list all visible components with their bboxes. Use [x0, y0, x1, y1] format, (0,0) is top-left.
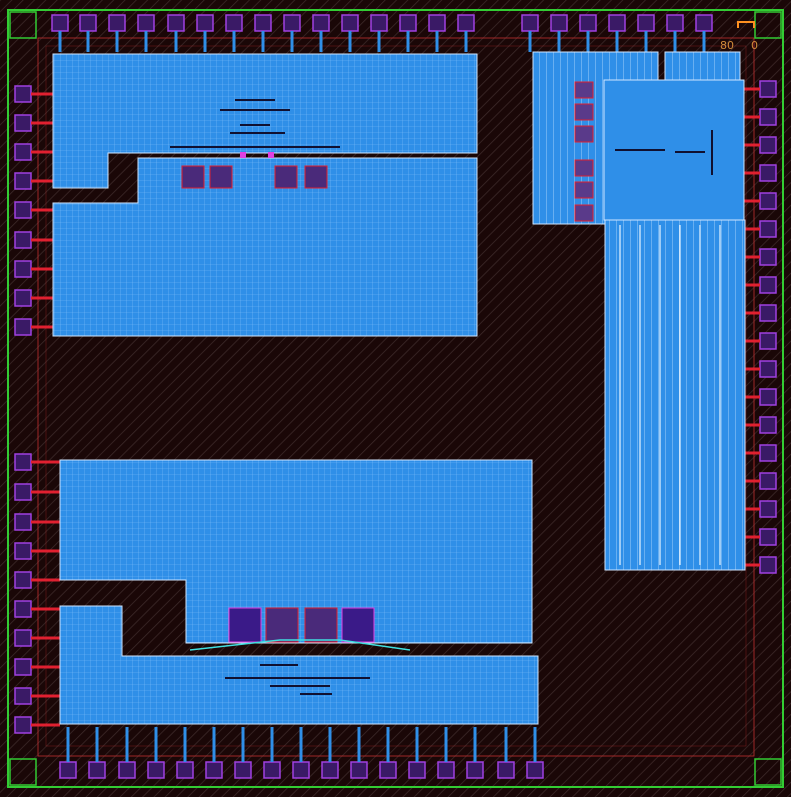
block-bottom-left-devices — [189, 607, 411, 651]
bond-pad-icon[interactable] — [234, 761, 252, 779]
bond-pad-icon[interactable] — [695, 14, 713, 32]
bond-pad-icon[interactable] — [88, 761, 106, 779]
bond-pad-icon[interactable] — [205, 761, 223, 779]
bond-pad-icon[interactable] — [759, 388, 777, 406]
block-top-right-buses — [619, 225, 721, 565]
die-border — [7, 9, 784, 788]
bond-pad-icon[interactable] — [14, 716, 32, 734]
bond-pad-icon[interactable] — [254, 14, 272, 32]
bond-pad-icon[interactable] — [225, 14, 243, 32]
block-bottom-left[interactable] — [59, 459, 539, 725]
bond-pad-icon[interactable] — [759, 276, 777, 294]
block-top-right[interactable] — [532, 51, 746, 571]
bond-pad-icon[interactable] — [759, 360, 777, 378]
bond-pad-icon[interactable] — [51, 14, 69, 32]
bond-pad-icon[interactable] — [408, 761, 426, 779]
bracket-marker-icon — [737, 21, 755, 28]
bond-pad-icon[interactable] — [759, 332, 777, 350]
bond-pad-icon[interactable] — [14, 600, 32, 618]
bond-pad-icon[interactable] — [759, 528, 777, 546]
bond-pad-icon[interactable] — [108, 14, 126, 32]
bond-pad-icon[interactable] — [14, 571, 32, 589]
bond-pad-icon[interactable] — [759, 556, 777, 574]
bond-pad-icon[interactable] — [14, 542, 32, 560]
bond-pad-icon[interactable] — [759, 444, 777, 462]
bond-pad-icon[interactable] — [196, 14, 214, 32]
bond-pad-icon[interactable] — [370, 14, 388, 32]
bond-pad-icon[interactable] — [14, 260, 32, 278]
bond-pad-icon[interactable] — [79, 14, 97, 32]
bond-pad-icon[interactable] — [292, 761, 310, 779]
bond-pad-icon[interactable] — [14, 114, 32, 132]
bond-pad-icon[interactable] — [437, 761, 455, 779]
bond-pad-icon[interactable] — [497, 761, 515, 779]
bond-pad-icon[interactable] — [759, 108, 777, 126]
bond-pad-icon[interactable] — [399, 14, 417, 32]
ruler-left-label: 80 — [720, 39, 734, 52]
bond-pad-icon[interactable] — [147, 761, 165, 779]
bond-pad-icon[interactable] — [608, 14, 626, 32]
bond-pad-icon[interactable] — [312, 14, 330, 32]
bond-pad-icon[interactable] — [14, 318, 32, 336]
bond-pad-icon[interactable] — [283, 14, 301, 32]
bond-pad-icon[interactable] — [550, 14, 568, 32]
bond-pad-icon[interactable] — [466, 761, 484, 779]
bond-pad-icon[interactable] — [666, 14, 684, 32]
bond-pad-icon[interactable] — [428, 14, 446, 32]
bond-pad-icon[interactable] — [14, 658, 32, 676]
block-top-left-traces — [170, 99, 340, 148]
bond-pad-icon[interactable] — [759, 248, 777, 266]
pad-ring — [14, 14, 777, 779]
bond-pad-icon[interactable] — [14, 513, 32, 531]
bond-pad-icon[interactable] — [350, 761, 368, 779]
bond-pad-icon[interactable] — [637, 14, 655, 32]
bond-pad-icon[interactable] — [521, 14, 539, 32]
bond-pad-icon[interactable] — [14, 172, 32, 190]
bond-pad-icon[interactable] — [759, 220, 777, 238]
ruler-right-label: 0 — [751, 39, 758, 52]
bond-pad-icon[interactable] — [176, 761, 194, 779]
bond-pad-icon[interactable] — [14, 231, 32, 249]
bond-pad-icon[interactable] — [14, 687, 32, 705]
bond-pad-icon[interactable] — [579, 14, 597, 32]
bond-pad-icon[interactable] — [759, 192, 777, 210]
bond-pad-icon[interactable] — [759, 472, 777, 490]
bond-pad-icon[interactable] — [14, 201, 32, 219]
bond-pad-icon[interactable] — [14, 453, 32, 471]
bond-pad-icon[interactable] — [759, 416, 777, 434]
block-top-right-traces — [615, 130, 713, 175]
bond-pad-icon[interactable] — [341, 14, 359, 32]
block-top-left-devices — [181, 152, 328, 189]
bond-pad-icon[interactable] — [321, 761, 339, 779]
bond-pad-icon[interactable] — [759, 80, 777, 98]
bond-pad-icon[interactable] — [137, 14, 155, 32]
bond-pad-icon[interactable] — [118, 761, 136, 779]
bond-pad-icon[interactable] — [759, 304, 777, 322]
bond-pad-icon[interactable] — [379, 761, 397, 779]
bond-pad-icon[interactable] — [759, 500, 777, 518]
bond-pad-icon[interactable] — [14, 629, 32, 647]
block-top-left[interactable] — [52, 53, 478, 337]
bond-pad-icon[interactable] — [263, 761, 281, 779]
block-bottom-left-traces — [225, 664, 370, 695]
bond-pad-icon[interactable] — [59, 761, 77, 779]
bond-pad-icon[interactable] — [14, 483, 32, 501]
bond-pad-icon[interactable] — [14, 143, 32, 161]
bond-pad-icon[interactable] — [526, 761, 544, 779]
bond-pad-icon[interactable] — [167, 14, 185, 32]
bond-pad-icon[interactable] — [14, 85, 32, 103]
bond-pad-icon[interactable] — [457, 14, 475, 32]
bond-pad-icon[interactable] — [759, 164, 777, 182]
bond-pad-icon[interactable] — [759, 136, 777, 154]
bond-pad-icon[interactable] — [14, 289, 32, 307]
block-top-right-cells — [574, 81, 594, 222]
